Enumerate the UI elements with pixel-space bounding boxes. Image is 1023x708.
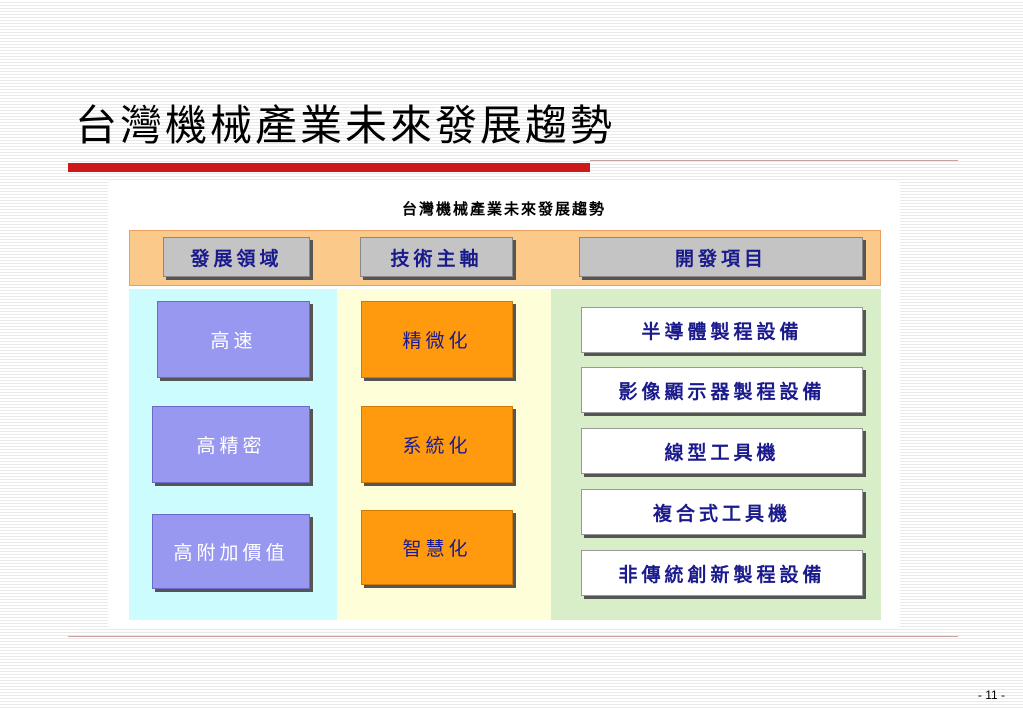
header-projects: 開發項目 (579, 237, 863, 277)
domain-box-high-precision: 高精密 (152, 406, 310, 483)
domain-box-high-speed: 高速 (157, 301, 310, 378)
tech-box-smart: 智慧化 (361, 510, 513, 585)
project-box-nontraditional: 非傳統創新製程設備 (581, 550, 863, 596)
project-box-multitasking-machine: 複合式工具機 (581, 489, 863, 535)
title-accent-bar (68, 163, 590, 172)
project-box-semiconductor: 半導體製程設備 (581, 307, 863, 353)
header-technologies: 技術主軸 (360, 237, 513, 277)
diagram-title: 台灣機械產業未來發展趨勢 (401, 200, 606, 218)
header-domains: 發展領域 (163, 237, 310, 277)
page-number: - 11 - (977, 688, 1005, 702)
domain-box-high-value: 高附加價值 (152, 514, 310, 589)
tech-box-micro: 精微化 (361, 301, 513, 378)
title-divider-line (590, 160, 958, 161)
slide-title: 台灣機械產業未來發展趨勢 (75, 101, 616, 150)
project-box-display: 影像顯示器製程設備 (581, 367, 863, 413)
project-box-linear-machine: 線型工具機 (581, 428, 863, 474)
footer-divider-line (68, 636, 958, 637)
tech-box-system: 系統化 (361, 406, 513, 483)
trend-diagram: 台灣機械產業未來發展趨勢 發展領域 技術主軸 開發項目 高速 高精密 高附加價值… (108, 182, 900, 628)
